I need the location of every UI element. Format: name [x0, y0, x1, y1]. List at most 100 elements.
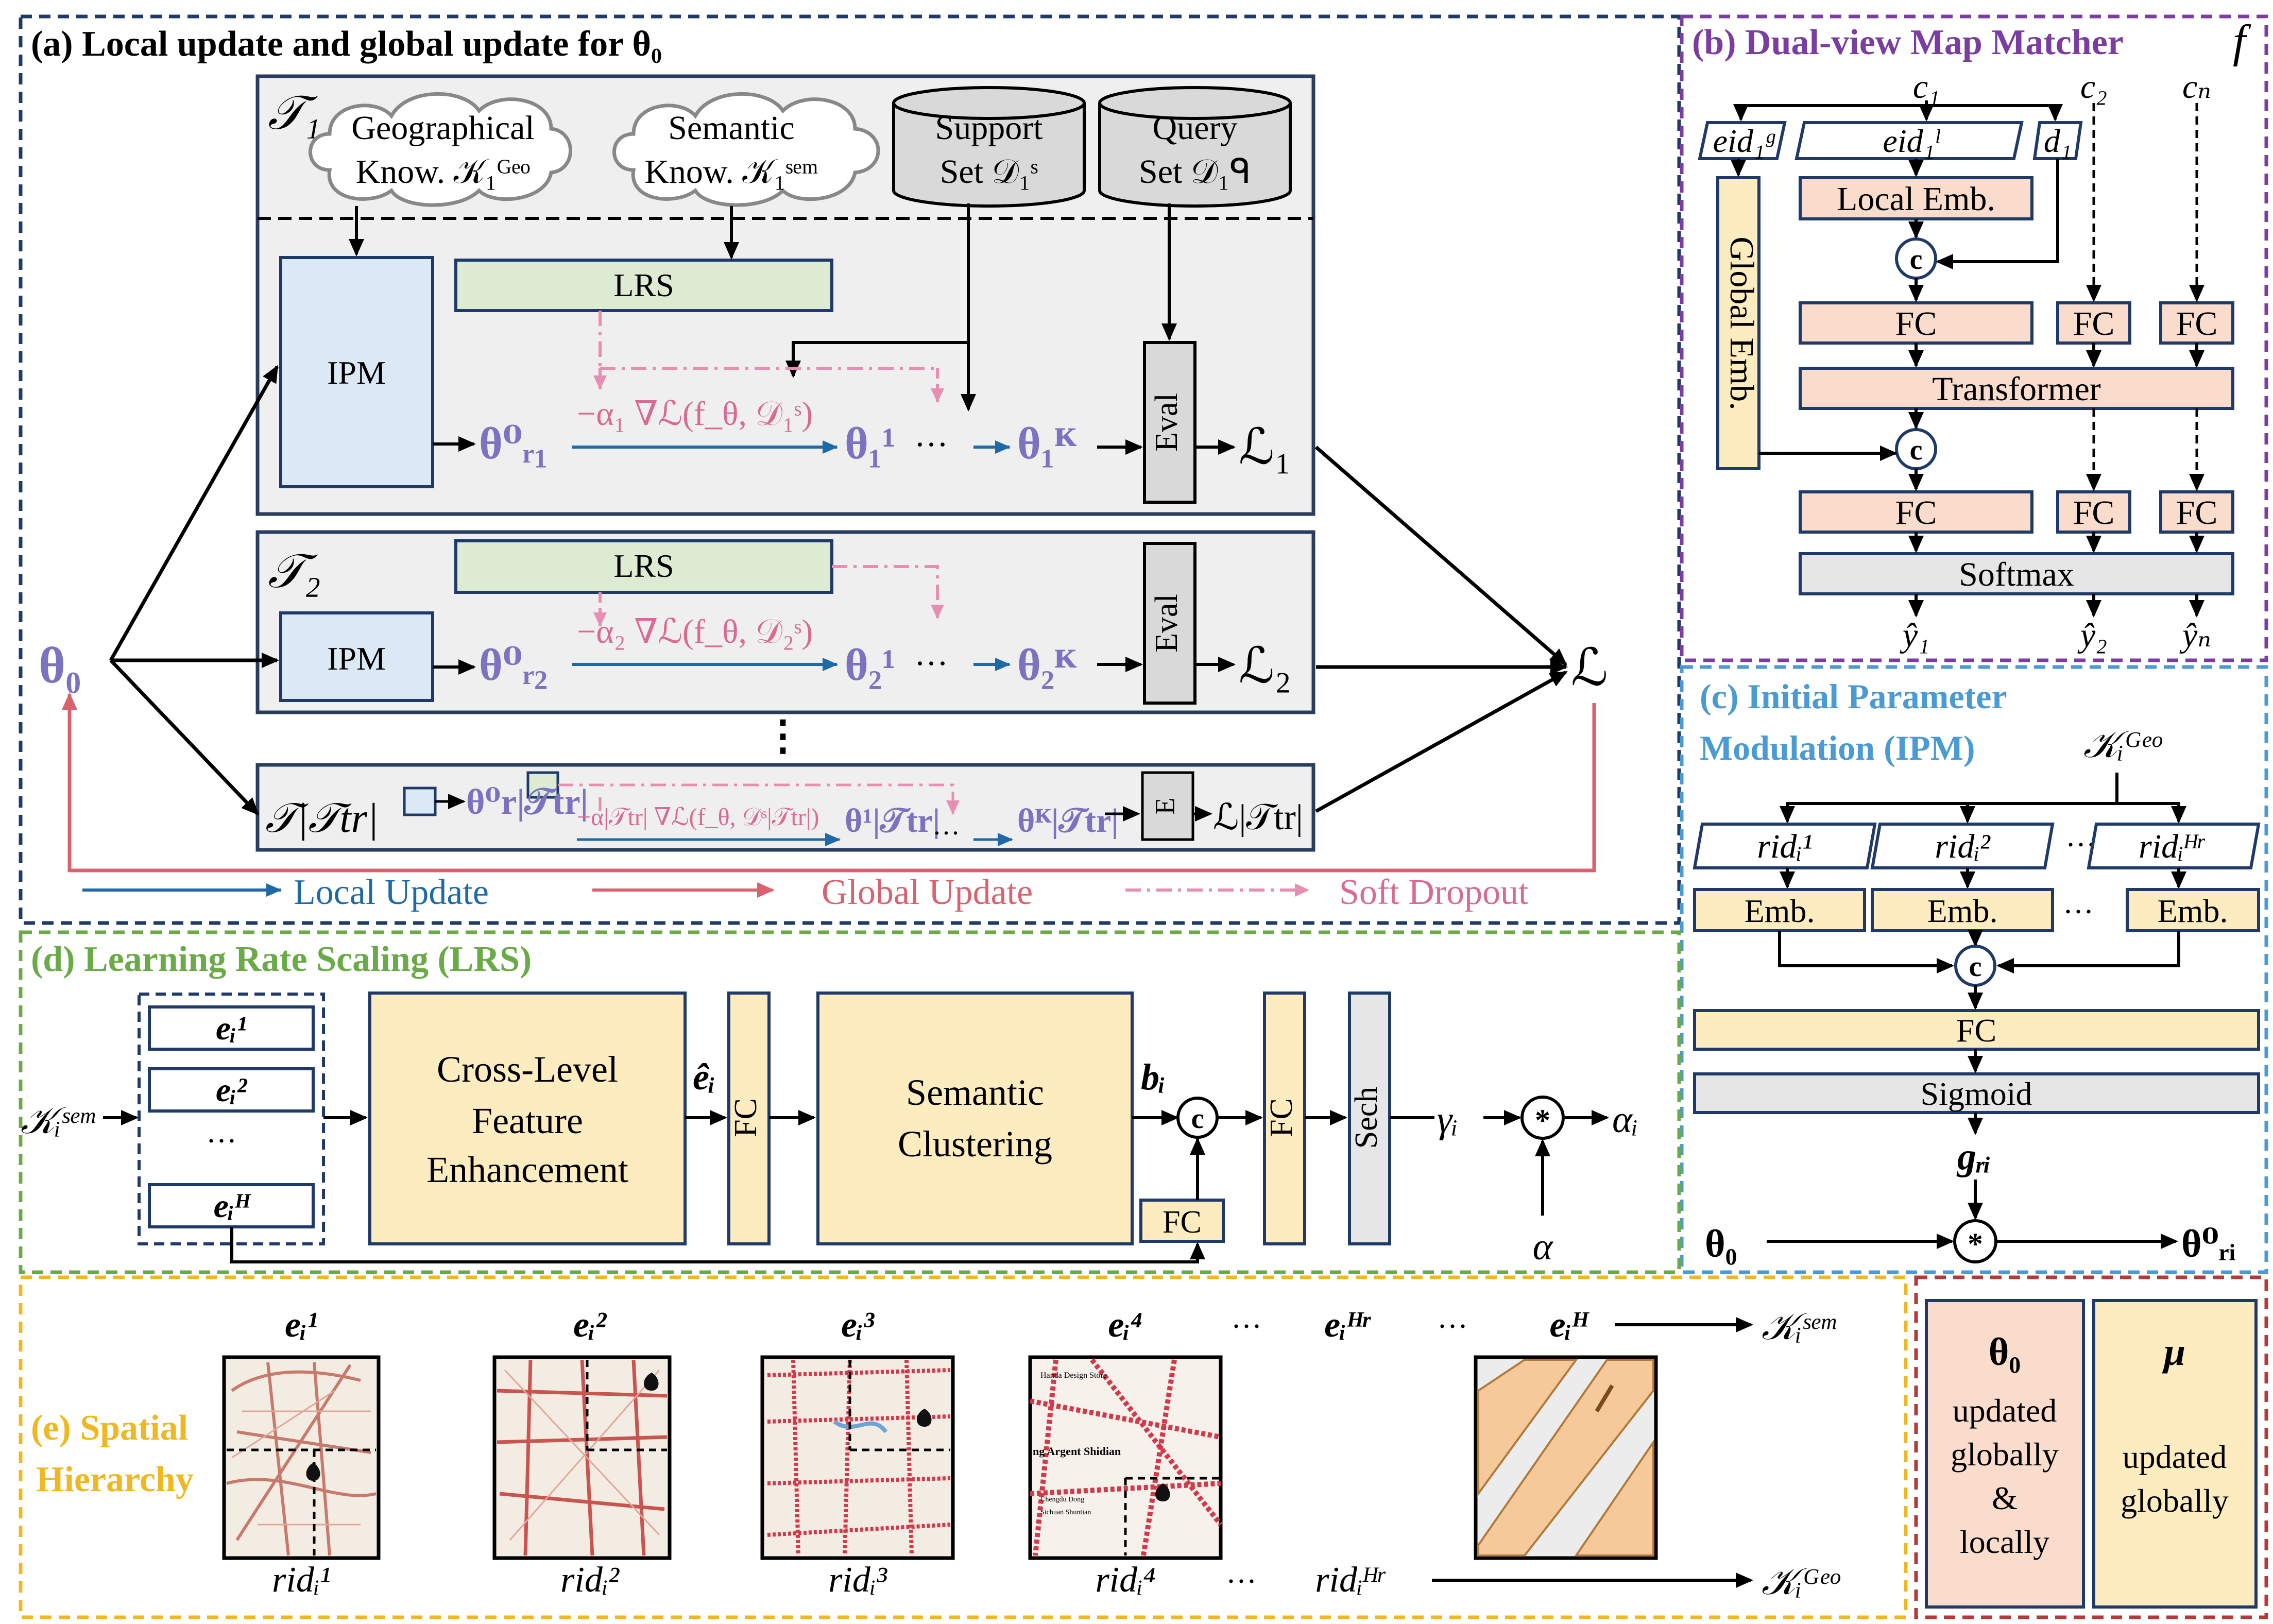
mu-status-box: [2092, 1299, 2258, 1609]
task1-lrs-label: LRS: [613, 267, 674, 303]
d-fc3-box: [1263, 992, 1306, 1245]
b-fc6-label: FC: [2176, 494, 2218, 532]
map4-text-3: Chengdu Dong: [1040, 1496, 1084, 1503]
b-eidg-label: eid₁ᵍ: [1713, 123, 1775, 159]
d-fc2-box: [1139, 1199, 1225, 1243]
f-theta0: θ₀: [1989, 1330, 2021, 1374]
d-cfe-line2: Feature: [472, 1100, 583, 1141]
panel-b-title: (b) Dual-view Map Matcher: [1692, 23, 2124, 62]
support-set-cylinder: Support Set 𝒟₁ˢ: [892, 86, 1086, 208]
d-alpha: α: [1533, 1226, 1554, 1268]
f-mu-line2: globally: [2121, 1482, 2229, 1519]
c-emb2-label: Emb.: [1927, 893, 1998, 929]
e-label-h: eᵢᴴ: [1550, 1305, 1590, 1345]
f-theta-line2: globally: [1951, 1436, 2059, 1473]
c-theta0: θ₀: [1705, 1222, 1737, 1266]
b-concat2-label: c: [1910, 434, 1923, 466]
c-emb2-box: [1871, 888, 2054, 932]
panel-b-title-f: f: [2233, 16, 2251, 67]
d-fc3-label: FC: [1264, 1098, 1299, 1137]
map4-text-2: ng Argent Shidian: [1033, 1445, 1121, 1458]
f-theta-line1: updated: [1953, 1392, 2057, 1429]
e-ksem: 𝒦ᵢˢᵉᵐ: [1762, 1306, 1836, 1347]
sem-cloud: Semantic Know. 𝒦₁ˢᵉᵐ: [612, 92, 880, 207]
panel-f-frame: [1914, 1275, 2268, 1619]
total-loss: ℒ: [1571, 639, 1608, 696]
task1-eval-box: [1143, 341, 1197, 504]
b-y1: ŷ₁: [1900, 617, 1929, 654]
panel-a-title: (a) Local update and global update for θ…: [31, 24, 662, 64]
map-level-h: [1474, 1355, 1658, 1560]
b-softmax-box: [1799, 552, 2234, 595]
b-eidg-box: [1698, 121, 1787, 160]
d-gamma: γᵢ: [1437, 1099, 1458, 1141]
b-global-emb-label: Global Emb.: [1723, 236, 1761, 410]
d-dots: ···: [206, 1124, 237, 1158]
b-softmax-label: Softmax: [1959, 556, 2074, 593]
taskn-loss: ℒ|𝒯tr|: [1213, 798, 1303, 837]
task1-ipm-label: IPM: [327, 354, 386, 391]
taskn-theta1: θ¹|𝒯tr|: [845, 802, 940, 840]
panel-c-frame: [1680, 665, 2268, 1274]
b-transformer-box: [1799, 367, 2234, 410]
d-sc-box: [816, 992, 1134, 1245]
d-eh-to-fc2: [230, 1227, 1205, 1263]
d-sech-box: [1348, 992, 1391, 1245]
e-label-1: eᵢ¹: [285, 1305, 318, 1345]
task2-theta1: θ₂¹: [845, 640, 896, 690]
c-fc-label: FC: [1956, 1012, 1996, 1049]
panel-e-title-1: (e) Spatial: [31, 1408, 188, 1448]
support-to-update-arrow: [785, 203, 970, 378]
theta0-a: θ₀: [39, 637, 81, 694]
task2-ipm-box: [279, 611, 434, 702]
query-set-line1: Query: [1153, 109, 1238, 147]
rid-label-hr: ridᵢᴴʳ: [1315, 1560, 1386, 1600]
d-fc1-label: FC: [728, 1098, 763, 1137]
d-b: bᵢ: [1141, 1056, 1166, 1098]
c-embh-to-concat: [1996, 931, 2180, 973]
task2-dropout-arrow-b: [832, 565, 944, 619]
taskn-eval-box: [1141, 771, 1194, 841]
f-theta-line4: locally: [1960, 1524, 2049, 1560]
task1-dots: ···: [914, 426, 948, 464]
legend-dropout-label: Soft Dropout: [1339, 873, 1529, 912]
panel-d-title: (d) Learning Rate Scaling (LRS): [31, 939, 532, 979]
f-mu-line1: updated: [2123, 1439, 2227, 1475]
d-eh-label: eᵢᴴ: [214, 1187, 251, 1225]
b-c1-split: [1739, 104, 2057, 117]
f-theta-line3: &: [1992, 1480, 2018, 1516]
b-fc2-box: [2056, 301, 2131, 345]
taskn-theta-k: θᴷ|𝒯tr|: [1017, 802, 1119, 840]
c-kgeo: 𝒦ᵢᴳᵉᵒ: [2083, 724, 2163, 765]
d-fc2-label: FC: [1163, 1205, 1202, 1240]
task2-dots: ···: [914, 645, 948, 682]
task2-loss: ℒ₂: [1239, 638, 1292, 693]
theta0-to-taskn-arrow: [109, 659, 259, 815]
e-label-4: eᵢ⁴: [1108, 1305, 1142, 1345]
b-fc5-label: FC: [2073, 494, 2115, 532]
c-concat-label: c: [1969, 951, 1982, 983]
c-emb1-box: [1693, 888, 1866, 932]
task1-theta1: θ₁¹: [845, 419, 896, 469]
panel-d-frame: [19, 930, 1681, 1274]
task2-lrs-box: [454, 539, 833, 594]
d-sc-line2: Clustering: [898, 1123, 1052, 1165]
d-e2-label: eᵢ²: [216, 1071, 247, 1109]
c-rid2-box: [1870, 823, 2055, 869]
b-yn: ŷₙ: [2179, 617, 2211, 654]
c-emb1-label: Emb.: [1745, 893, 1815, 929]
map-level-4: Handa Design Store ng Argent Shidian Che…: [1028, 1355, 1223, 1560]
task2-label: 𝒯₂: [268, 545, 320, 597]
map-level-1: [222, 1355, 381, 1560]
map-level-3: [760, 1355, 955, 1560]
task2-theta-r: θ⁰ᵣ₂: [479, 640, 548, 690]
e-kgeo: 𝒦ᵢᴳᵉᵒ: [1762, 1561, 1841, 1602]
taskn-dots: ···: [932, 817, 960, 848]
theta0-to-task1-arrow: [109, 365, 279, 661]
panel-c-title-1: (c) Initial Parameter: [1700, 677, 2007, 716]
legend-local-label: Local Update: [294, 873, 489, 912]
b-global-emb-box: [1716, 176, 1761, 470]
rid-label-4: ridᵢ⁴: [1095, 1560, 1155, 1600]
rid-label-2: ridᵢ²: [560, 1560, 620, 1600]
task1-loss: ℒ₁: [1239, 419, 1292, 474]
